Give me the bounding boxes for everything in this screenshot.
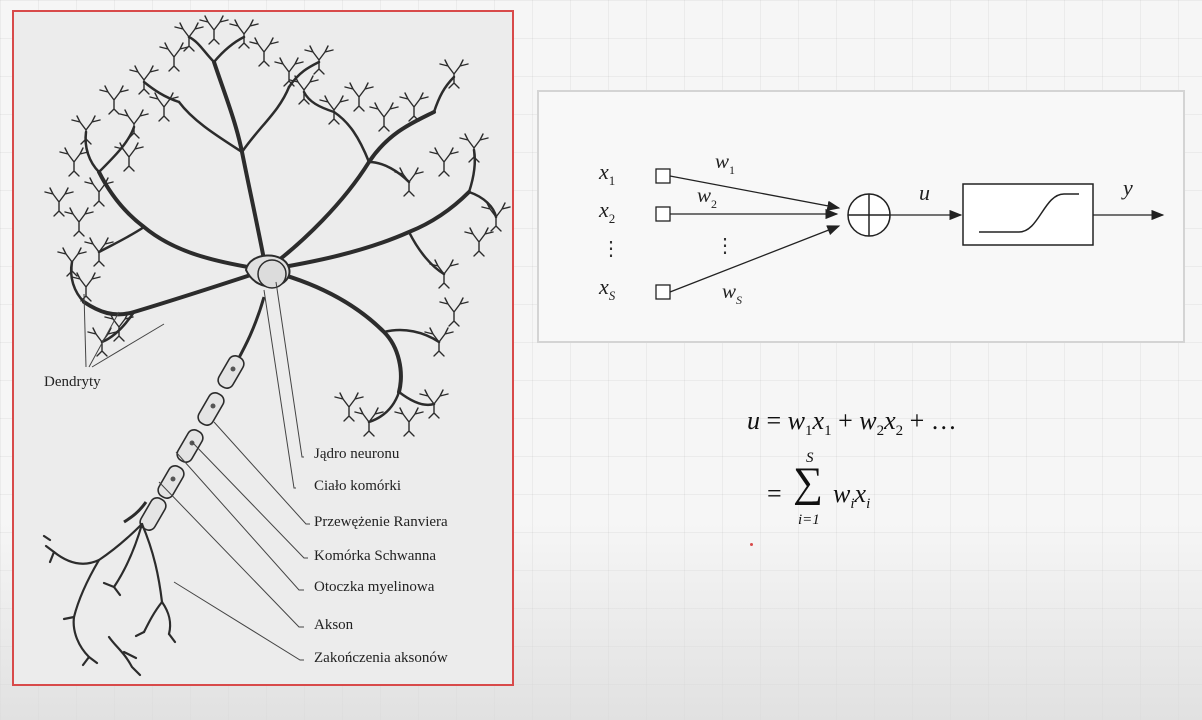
label-cell-body: Ciało komórki: [314, 478, 402, 494]
summation-node: [847, 193, 891, 237]
weight-w1-label: w1: [715, 149, 735, 177]
eq-plus-1: +: [838, 406, 853, 435]
label-axon: Akson: [314, 617, 354, 633]
label-axon-terminals: Zakończenia aksonów: [314, 650, 448, 666]
eq-lhs-u: u: [747, 406, 760, 435]
sigmoid-curve: [979, 193, 1079, 233]
connection-s: [669, 225, 841, 293]
sum-output-u-label: u: [919, 180, 930, 205]
weight-w2-label: w2: [697, 183, 717, 211]
myelin-sheath: [139, 355, 245, 531]
eq-equals-1: =: [766, 406, 782, 435]
schwann-nuclei: [170, 366, 236, 482]
perceptron-diagram: x1 x2 ⋮ xS w1 w2 ⋮ wS u y: [537, 90, 1185, 343]
weight-ellipsis: ⋮: [715, 235, 735, 257]
nucleus: [257, 259, 287, 289]
sigma-lower-bound: i=1: [798, 512, 820, 528]
label-schwann-cell: Komórka Schwanna: [314, 548, 437, 564]
label-node-of-ranvier: Przewężenie Ranviera: [314, 514, 448, 530]
neuron-drawing: [42, 15, 511, 677]
input-xs-label: xS: [598, 274, 616, 303]
eq-term-2: w2x2: [859, 406, 904, 440]
input-x1-label: x1: [598, 159, 615, 188]
connection-1: [669, 175, 841, 211]
input-x2-label: x2: [598, 197, 615, 226]
axon-terminals: [42, 522, 177, 677]
input-node-s: [655, 284, 671, 300]
equation-equals-2: =: [767, 479, 782, 508]
sigma-symbol: ∑: [793, 460, 823, 506]
activation-block: [962, 183, 1094, 246]
input-node-2: [655, 206, 671, 222]
axon: [123, 296, 266, 524]
eq-term-1: w1x1: [787, 406, 832, 440]
neuron-figure: Dendryty Jądro neuronu Ciało komórki Prz…: [12, 10, 514, 686]
label-myelin-sheath: Otoczka myelinowa: [314, 579, 435, 595]
dendrite-tree: [44, 15, 511, 437]
label-leaders: [83, 281, 310, 661]
perceptron-svg: x1 x2 ⋮ xS w1 w2 ⋮ wS u y: [598, 149, 1165, 307]
label-dendrites: Dendryty: [44, 374, 101, 390]
weight-ws-label: wS: [722, 279, 742, 307]
input-ellipsis: ⋮: [601, 238, 621, 260]
equation-sum-term: wixi: [833, 479, 871, 513]
eq-plus-2: +: [909, 406, 925, 435]
output-y-label: y: [1121, 175, 1133, 200]
equation-line-1: u = w1x1 + w2x2 + …: [747, 406, 957, 440]
laser-pointer-dot: [750, 543, 753, 546]
sigma-upper-bound: S: [806, 450, 814, 466]
input-node-1: [655, 168, 671, 184]
eq-ellipsis: …: [930, 406, 957, 435]
label-nucleus: Jądro neuronu: [314, 446, 400, 462]
